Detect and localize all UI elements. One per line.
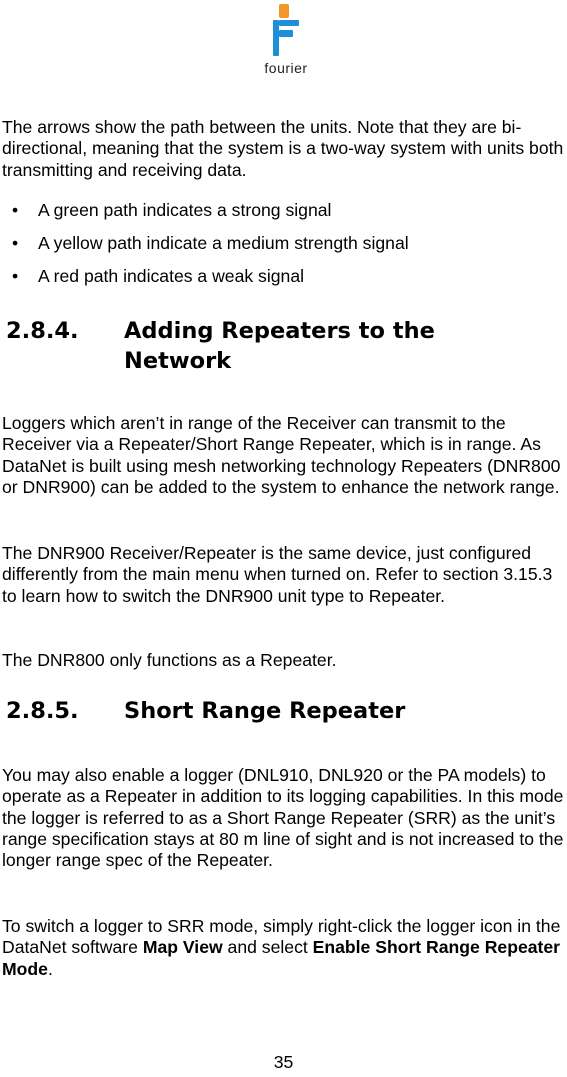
bullet-icon: • xyxy=(12,200,19,220)
enable-srr-mode-label: Enable Short Range Repeater Mode xyxy=(2,937,561,979)
fourier-logo-icon xyxy=(273,4,299,56)
section-title: Adding Repeaters to the Network xyxy=(124,318,435,374)
bullet-text: A green path indicates a strong signal xyxy=(38,200,332,220)
section-284-paragraph-1: Loggers which aren’t in range of the Rec… xyxy=(2,413,561,497)
section-heading-2-8-4: 2.8.4. Adding Repeaters to the Network xyxy=(6,316,546,378)
map-view-label: Map View xyxy=(142,937,223,958)
section-number: 2.8.5. xyxy=(6,698,79,724)
bullet-text: A red path indicates a weak signal xyxy=(38,266,305,286)
section-284-paragraph-2: The DNR900 Receiver/Repeater is the same… xyxy=(2,543,553,606)
bullet-icon: • xyxy=(12,266,19,286)
bullet-icon: • xyxy=(12,233,19,253)
logo-wordmark: fourier xyxy=(264,60,308,76)
intro-paragraph: The arrows show the path between the uni… xyxy=(2,117,564,180)
section-number: 2.8.4. xyxy=(6,318,79,344)
section-285-paragraph-2: To switch a logger to SRR mode, simply r… xyxy=(2,916,567,980)
section-284-paragraph-3: The DNR800 only functions as a Repeater. xyxy=(2,650,337,670)
bullet-text: A yellow path indicate a medium strength… xyxy=(38,233,409,253)
paragraph-text: and select xyxy=(222,937,313,958)
section-285-paragraph-1: You may also enable a logger (DNL910, DN… xyxy=(2,765,564,871)
fourier-logo: fourier xyxy=(255,2,317,80)
section-heading-2-8-5: 2.8.5. Short Range Repeater xyxy=(6,696,546,728)
paragraph-text: . xyxy=(47,958,53,979)
page-number: 35 xyxy=(273,1052,294,1072)
section-title: Short Range Repeater xyxy=(124,698,406,724)
paragraph-text: To switch a logger to SRR mode, simply r… xyxy=(2,916,561,958)
